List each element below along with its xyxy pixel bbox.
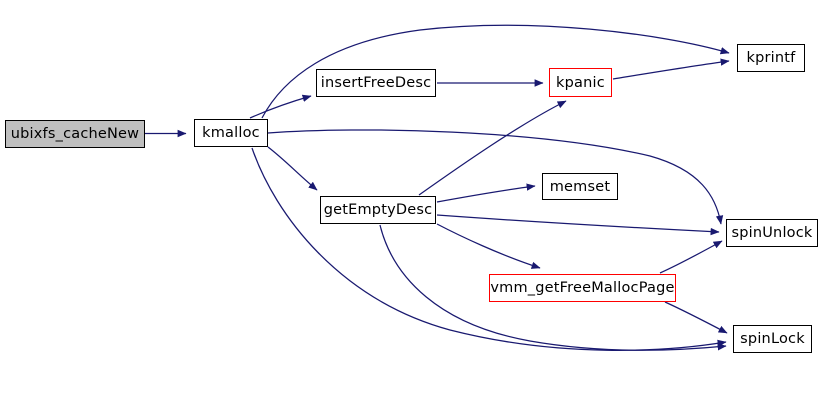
node-spinUnlock[interactable]: spinUnlock [726,219,818,247]
node-kpanic[interactable]: kpanic [549,68,612,97]
node-label: spinLock [740,331,805,347]
edge-kpanic-kprintf [612,58,730,80]
node-insertFreeDesc[interactable]: insertFreeDesc [316,69,436,97]
node-getEmptyDesc[interactable]: getEmptyDesc [320,196,436,224]
node-kprintf[interactable]: kprintf [737,44,805,72]
node-kmalloc[interactable]: kmalloc [194,119,268,147]
edge-kmalloc-getEmptyDesc [267,146,318,191]
edge-vmm_getFreeMallocPage-spinUnlock [659,240,723,274]
edge-kmalloc-insertFreeDesc [249,94,312,119]
node-spinLock[interactable]: spinLock [733,325,812,353]
node-label: spinUnlock [731,225,813,241]
node-vmm_getFreeMallocPage[interactable]: vmm_getFreeMallocPage [489,274,676,302]
edge-getEmptyDesc-spinLock [379,224,727,351]
edge-getEmptyDesc-vmm_getFreeMallocPage [436,223,541,269]
node-memset[interactable]: memset [542,173,618,200]
node-label: insertFreeDesc [320,75,432,91]
node-label: vmm_getFreeMallocPage [490,280,675,296]
node-label: kmalloc [202,125,260,141]
edge-kmalloc-kprintf [261,24,730,119]
node-ubixfs_cacheNew[interactable]: ubixfs_cacheNew [5,120,145,148]
node-label: kprintf [746,50,796,66]
edge-getEmptyDesc-kpanic [418,100,567,196]
edge-getEmptyDesc-spinUnlock [436,214,720,236]
edge-getEmptyDesc-memset [436,183,536,203]
node-label: kpanic [556,74,605,91]
edge-vmm_getFreeMallocPage-spinLock [664,301,728,334]
node-label: getEmptyDesc [323,202,433,218]
node-label: ubixfs_cacheNew [10,126,140,142]
node-label: memset [549,178,611,195]
edge-kmalloc-spinLock [251,147,727,351]
edge-kmalloc-spinUnlock [267,129,724,225]
